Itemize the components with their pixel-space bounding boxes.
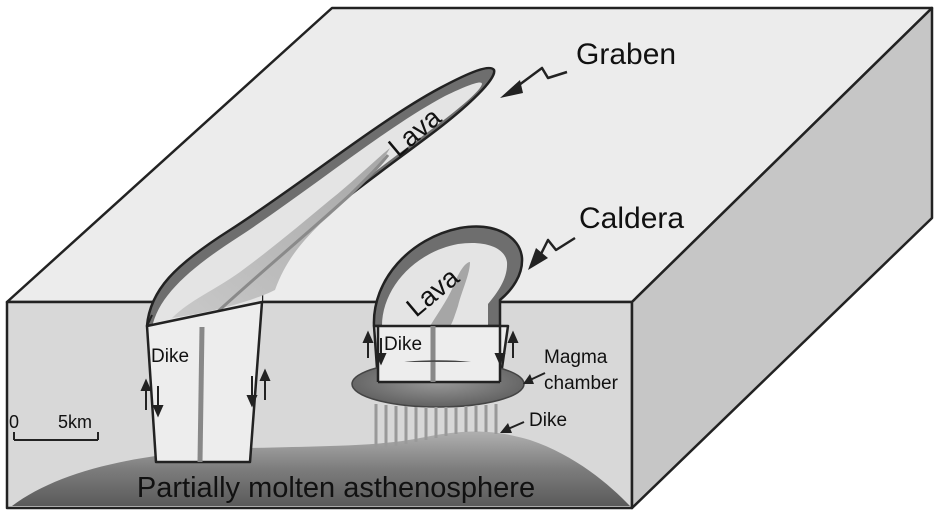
graben-lava-flow xyxy=(172,148,390,318)
graben-dike-label: Dike xyxy=(151,346,189,367)
caldera-block-bottom xyxy=(378,362,500,382)
caldera-pointer xyxy=(528,236,576,270)
graben-step-line xyxy=(146,314,153,327)
graben-floor xyxy=(152,82,482,328)
graben-block-front xyxy=(145,300,264,464)
lower-dike-label: Dike xyxy=(529,410,567,431)
graben-label: Graben xyxy=(576,38,676,71)
magma-chamber-pointer xyxy=(523,372,546,384)
graben-center-line xyxy=(198,154,390,330)
caldera-label: Caldera xyxy=(579,202,684,235)
scale-bar xyxy=(13,432,99,441)
caldera-floor xyxy=(382,242,508,326)
feeder-dikes xyxy=(374,404,498,448)
magma-chamber-label-line2: chamber xyxy=(544,373,619,394)
graben-pointer xyxy=(500,66,568,98)
fault-arrows-caldera xyxy=(362,330,519,366)
graben-dike-line xyxy=(197,326,205,463)
dike-pointer xyxy=(500,421,525,433)
block-side-face xyxy=(630,6,934,510)
graben xyxy=(145,66,496,464)
scale-km-label: 5km xyxy=(58,412,92,432)
asthenosphere xyxy=(12,431,630,506)
magma-chamber-label-line1: Magma xyxy=(544,347,608,368)
scale-zero-label: 0 xyxy=(9,412,19,432)
caldera-dike-label: Dike xyxy=(384,334,422,355)
asthenosphere-label: Partially molten asthenosphere xyxy=(137,472,535,504)
caldera-lava-flow xyxy=(430,262,470,326)
fault-arrows-graben xyxy=(140,368,271,418)
